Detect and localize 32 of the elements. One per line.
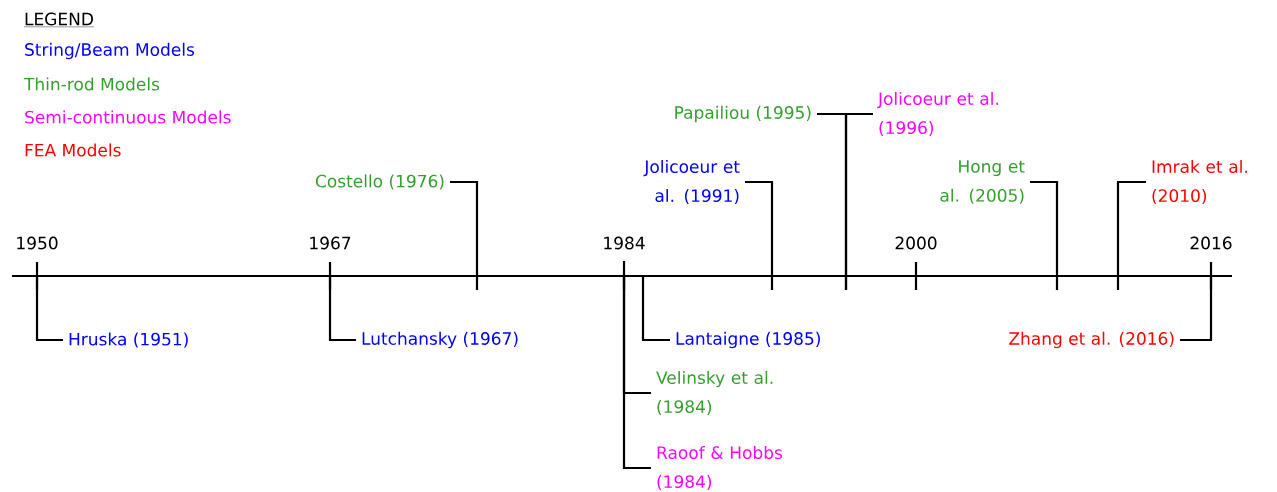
leader-line	[450, 180, 479, 290]
event-label: Costello (1976)	[315, 174, 444, 190]
event-label: Hong et al. (2005)	[940, 160, 1025, 204]
year-label: 1967	[310, 236, 351, 250]
legend-entry: Semi-continuous Models	[25, 110, 231, 124]
leader-line	[328, 276, 356, 342]
leader-line	[641, 276, 670, 342]
event-label: Imrak et al. (2010)	[1152, 159, 1247, 205]
event-label: Velinsky et al. (1984)	[656, 370, 773, 416]
legend-entry: String/Beam Models	[25, 42, 195, 60]
leader-line	[1180, 276, 1213, 342]
legend-heading: LEGEND	[23, 12, 95, 28]
event-label: Lantaigne (1985)	[676, 331, 820, 349]
event-label: Lutchansky (1967)	[362, 331, 518, 349]
event-label: Hruska (1951)	[69, 332, 188, 348]
leader-line	[745, 180, 774, 290]
leader-line	[844, 112, 873, 290]
event-label: Jolicoeur et al. (1991)	[643, 159, 740, 205]
event-label: Papailiou (1995)	[675, 105, 811, 123]
event-label: Raoof & Hobbs (1984)	[657, 445, 783, 491]
event-label: Jolicoeur et al. (1996)	[877, 91, 998, 137]
year-label: 2000	[895, 236, 937, 250]
leader-line	[1116, 180, 1146, 290]
leader-line	[622, 276, 651, 470]
leader-line	[35, 276, 63, 342]
year-label: 2016	[1190, 236, 1232, 250]
legend-entry: FEA Models	[25, 143, 121, 157]
legend-entry: Thin-rod Models	[23, 77, 160, 91]
year-label: 1950	[17, 236, 58, 250]
year-label: 1984	[604, 236, 645, 250]
leader-line	[1030, 180, 1059, 290]
event-label: Zhang et al. (2016)	[1009, 331, 1174, 349]
